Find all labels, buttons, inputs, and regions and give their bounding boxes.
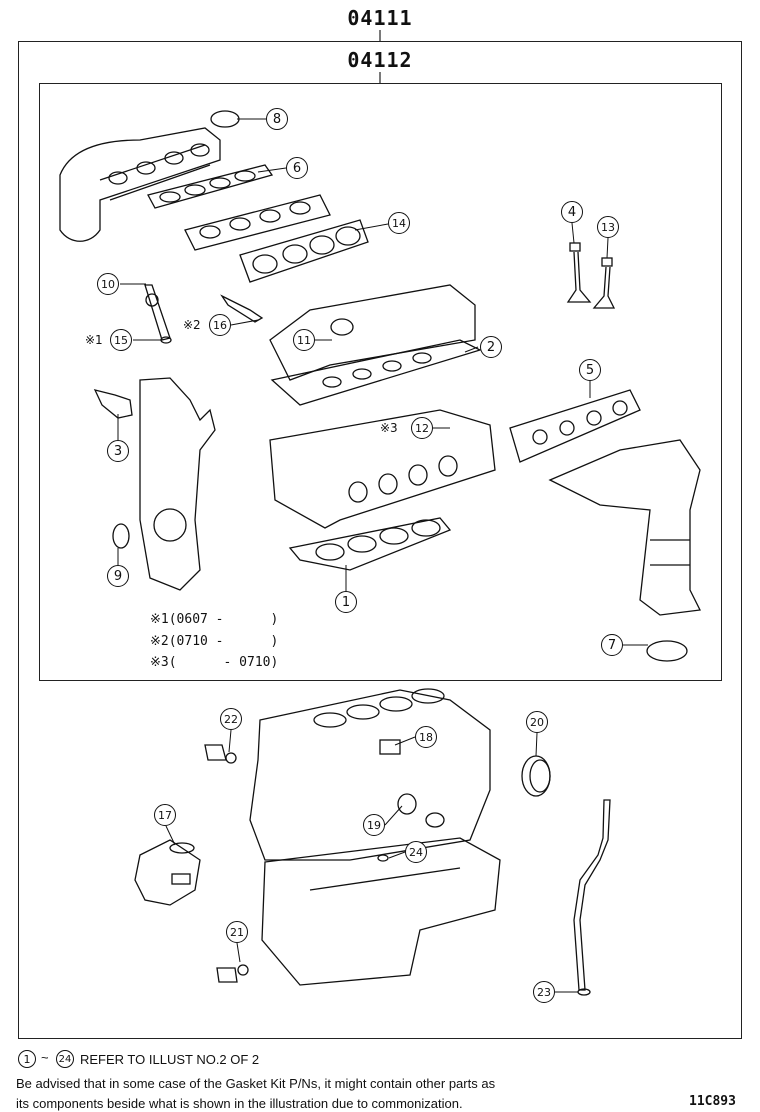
refer-tilde: ~: [41, 1050, 49, 1065]
callout-2[interactable]: 2: [480, 336, 502, 358]
figure-id: 11C893: [689, 1094, 736, 1109]
callout-10[interactable]: 10: [97, 273, 119, 295]
callout-4[interactable]: 4: [561, 201, 583, 223]
callout-7[interactable]: 7: [601, 634, 623, 656]
head-gasket-drawing: [288, 517, 452, 571]
cylinder-head-drawing: [269, 409, 496, 529]
exhaust-manifold-drawing: [548, 439, 701, 616]
callout-3[interactable]: 3: [107, 440, 129, 462]
cylinder-block-drawing: [249, 688, 491, 861]
callout-12[interactable]: 12: [411, 417, 433, 439]
inner-frame: [39, 83, 722, 681]
subkit-code: 04112: [347, 48, 413, 72]
timing-cover-drawing: [139, 377, 216, 591]
callout-8[interactable]: 8: [266, 108, 288, 130]
callout-22[interactable]: 22: [220, 708, 242, 730]
gasket-6-drawing: [147, 164, 274, 209]
callout-11[interactable]: 11: [293, 329, 315, 351]
gasket-14-drawing: [239, 219, 369, 283]
part-24-drawing: [377, 854, 389, 862]
applicability-note-1: ※1(0607 - ): [150, 612, 279, 627]
refer-range-from: 1: [18, 1050, 36, 1068]
callout-20[interactable]: 20: [526, 711, 548, 733]
oil-pump-drawing: [134, 839, 201, 906]
callout-16[interactable]: 16: [209, 314, 231, 336]
callout-17[interactable]: 17: [154, 804, 176, 826]
callout-15[interactable]: 15: [110, 329, 132, 351]
callout-14[interactable]: 14: [388, 212, 410, 234]
mark-1-label: ※1: [85, 333, 103, 347]
refer-text: REFER TO ILLUST NO.2 OF 2: [80, 1052, 260, 1067]
advice-line-2: its components beside what is shown in t…: [16, 1096, 463, 1111]
callout-1[interactable]: 1: [335, 591, 357, 613]
mark-3-label: ※3: [380, 421, 398, 435]
callout-21[interactable]: 21: [226, 921, 248, 943]
part-3-drawing: [93, 389, 133, 419]
outer-frame: [18, 41, 742, 1039]
callout-19[interactable]: 19: [363, 814, 385, 836]
callout-13[interactable]: 13: [597, 216, 619, 238]
valves-drawing: [566, 242, 616, 309]
seal-9-drawing: [112, 523, 130, 549]
ring-7-drawing: [646, 640, 688, 662]
refer-range-to: 24: [56, 1050, 74, 1068]
advice-line-1: Be advised that in some case of the Gask…: [16, 1076, 496, 1091]
callout-18[interactable]: 18: [415, 726, 437, 748]
kit-code: 04111: [347, 6, 413, 30]
applicability-note-2: ※2(0710 - ): [150, 634, 279, 649]
applicability-note-3: ※3( - 0710): [150, 655, 279, 670]
mark-2-label: ※2: [183, 318, 201, 332]
callout-6[interactable]: 6: [286, 157, 308, 179]
plug-21-drawing: [216, 967, 238, 983]
oil-pan-drawing: [261, 837, 501, 986]
callout-9[interactable]: 9: [107, 565, 129, 587]
part-16-drawing: [220, 294, 264, 323]
callout-5[interactable]: 5: [579, 359, 601, 381]
cylinder-head-cover-drawing: [59, 127, 221, 242]
part-19-drawing: [425, 812, 445, 828]
exhaust-gasket-drawing: [509, 389, 641, 463]
callout-23[interactable]: 23: [533, 981, 555, 1003]
callout-24[interactable]: 24: [405, 841, 427, 863]
manifold-flange-drawing: [184, 194, 331, 251]
